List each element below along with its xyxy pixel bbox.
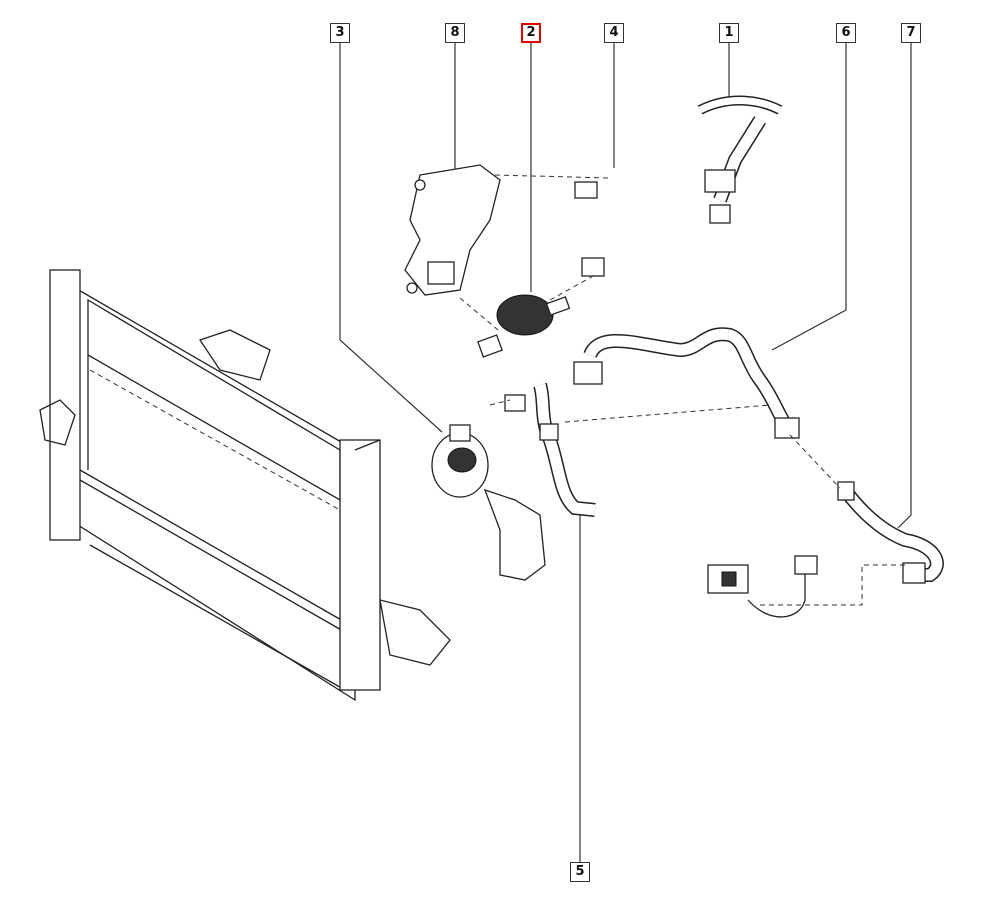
hose-5 — [504, 382, 596, 517]
callout-7[interactable]: 7 — [901, 23, 921, 43]
aux-pump-3 — [431, 424, 546, 581]
callout-2-selected[interactable]: 2 — [521, 23, 541, 43]
leader-lines — [339, 42, 912, 862]
leader-6 — [771, 42, 847, 351]
callout-6[interactable]: 6 — [836, 23, 856, 43]
callout-3[interactable]: 3 — [330, 23, 350, 43]
electric-pump-2 — [477, 294, 571, 358]
leader-3 — [339, 42, 443, 433]
callout-4[interactable]: 4 — [604, 23, 624, 43]
connector-1 — [697, 95, 783, 224]
assembly-lines — [459, 174, 841, 489]
hose-7 — [837, 481, 944, 584]
valve-assembly — [707, 555, 905, 618]
radiator — [39, 269, 451, 702]
callout-8[interactable]: 8 — [445, 23, 465, 43]
hose-4 — [574, 181, 663, 277]
hose-6 — [573, 327, 800, 439]
leader-7 — [897, 42, 912, 529]
callout-1[interactable]: 1 — [719, 23, 739, 43]
callout-5[interactable]: 5 — [570, 862, 590, 882]
bracket-8 — [404, 164, 501, 296]
